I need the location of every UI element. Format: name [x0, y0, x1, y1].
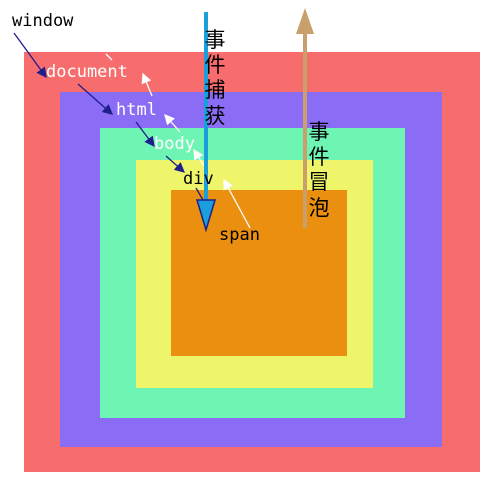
bubble-path-body-html — [164, 114, 181, 133]
bubble-label: 事 件 冒 泡 — [307, 120, 331, 221]
bubble-label-char: 冒 — [308, 170, 330, 195]
bubble-path-span-div — [223, 178, 251, 229]
document-label: document — [46, 62, 128, 82]
capture-arrowhead — [195, 199, 217, 233]
capture-path-html-body — [135, 121, 155, 148]
body-label: body — [154, 134, 195, 154]
capture-path-window-document — [13, 32, 47, 79]
bubble-path-html-document — [141, 72, 153, 97]
capture-label-char: 捕 — [204, 78, 226, 103]
bubble-label-char: 事 — [308, 120, 330, 144]
capture-label: 事 件 捕 获 — [203, 28, 227, 129]
bubble-label-char: 泡 — [308, 195, 330, 220]
span-label: span — [219, 225, 260, 245]
capture-label-char: 获 — [204, 103, 226, 128]
div-label: div — [183, 169, 214, 189]
span-box — [171, 190, 347, 356]
capture-label-char: 件 — [204, 53, 226, 78]
html-label: html — [116, 100, 157, 120]
capture-path-body-div — [165, 155, 185, 173]
bubble-label-char: 件 — [308, 145, 330, 170]
capture-label-char: 事 — [204, 28, 226, 52]
capture-path-document-html — [77, 83, 113, 115]
bubble-path-document-window — [105, 53, 113, 61]
bubble-arrowhead — [296, 8, 314, 34]
bubble-path-div-body — [193, 148, 205, 167]
window-label: window — [12, 11, 74, 31]
